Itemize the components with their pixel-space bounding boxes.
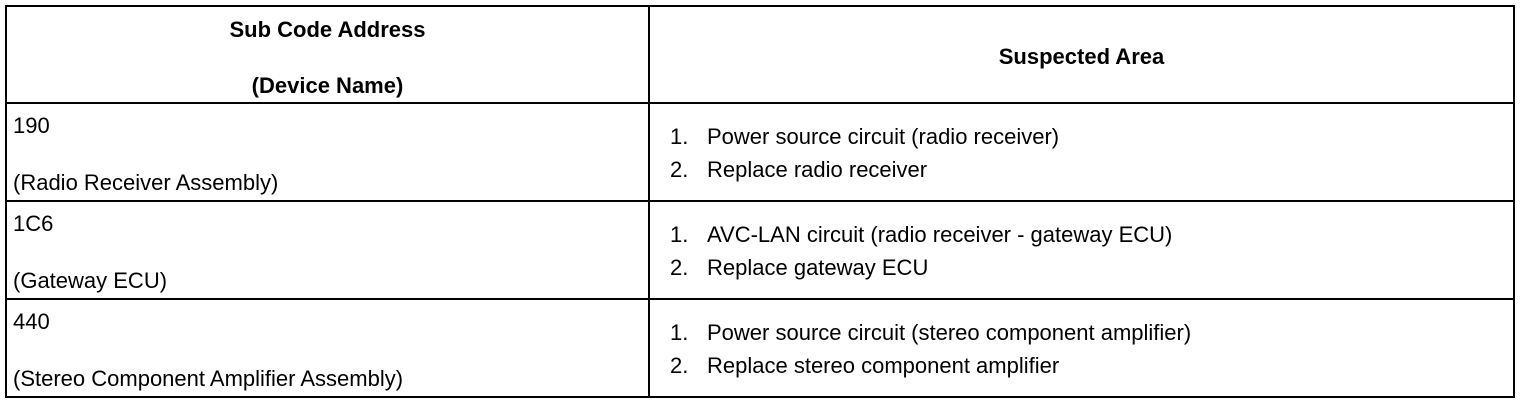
suspected-area-cell: 1.Power source circuit (radio receiver) … xyxy=(648,102,1515,202)
list-item-number: 1. xyxy=(670,124,689,149)
list-item-text: Power source circuit (stereo component a… xyxy=(707,320,1192,345)
list-item: 2. Replace radio receiver xyxy=(670,157,1059,190)
header-suspected-area-title: Suspected Area xyxy=(998,44,1165,69)
list-item: 1. Power source circuit (stereo component… xyxy=(670,320,1191,353)
suspected-area-cell: 1. AVC-LAN circuit (radio receiver - gate… xyxy=(648,200,1515,300)
list-item: 2. Replace gateway ECU xyxy=(670,255,1172,288)
list-item-text: Power source circuit (radio receiver) xyxy=(707,124,1060,149)
list-item-text: Replace stereo component amplifier xyxy=(707,353,1060,378)
table-row: 1C6 (Gateway ECU) 1. AVC-LAN circuit (rad… xyxy=(5,200,1515,300)
table-row: 440 (Stereo Component Amplifier Assembly… xyxy=(5,298,1515,398)
device-name: (Stereo Component Amplifier Assembly) xyxy=(13,366,404,391)
sub-code-table: Sub Code Address (Device Name) Suspected… xyxy=(5,5,1515,398)
list-item-text: Replace gateway ECU xyxy=(707,255,929,280)
sub-code: 440 xyxy=(13,309,50,334)
list-item-text: AVC-LAN circuit (radio receiver - gatewa… xyxy=(707,222,1173,247)
header-suspected-area: Suspected Area xyxy=(648,5,1515,104)
diagnostic-table-container: Sub Code Address (Device Name) Suspected… xyxy=(5,5,1515,398)
list-item-text: Replace radio receiver xyxy=(707,157,928,182)
list-item: 1. Power source circuit (radio receiver) xyxy=(670,124,1059,157)
list-item: 2. Replace stereo component amplifier xyxy=(670,353,1191,386)
sub-code: 190 xyxy=(13,113,50,138)
header-sub-code-address: Sub Code Address (Device Name) xyxy=(5,5,650,104)
list-item-number: 2. xyxy=(670,255,689,280)
address-cell: 190 (Radio Receiver Assembly) xyxy=(5,102,650,202)
address-cell: 440 (Stereo Component Amplifier Assembly… xyxy=(5,298,650,398)
suspected-area-list: 1.Power source circuit (radio receiver) … xyxy=(670,124,1059,190)
list-item-number: 2. xyxy=(670,157,689,182)
suspected-area-list: 1. AVC-LAN circuit (radio receiver - gate… xyxy=(670,222,1172,288)
address-cell: 1C6 (Gateway ECU) xyxy=(5,200,650,300)
device-name: (Gateway ECU) xyxy=(13,268,168,293)
list-item: 1. AVC-LAN circuit (radio receiver - gate… xyxy=(670,222,1172,255)
sub-code: 1C6 xyxy=(13,211,54,236)
device-name: (Radio Receiver Assembly) xyxy=(13,170,279,195)
suspected-area-list: 1. Power source circuit (stereo component… xyxy=(670,320,1191,386)
suspected-area-cell: 1. Power source circuit (stereo component… xyxy=(648,298,1515,398)
list-item-number: 2. xyxy=(670,353,689,378)
table-header-row: Sub Code Address (Device Name) Suspected… xyxy=(5,5,1515,104)
table-row: 190 (Radio Receiver Assembly) 1. Power so… xyxy=(5,102,1515,202)
list-item-number: 1. xyxy=(670,222,689,247)
list-item-number: 1. xyxy=(670,320,689,345)
header-device-name: (Device Name) xyxy=(251,73,404,98)
header-address-title: Sub Code Address xyxy=(229,17,426,42)
